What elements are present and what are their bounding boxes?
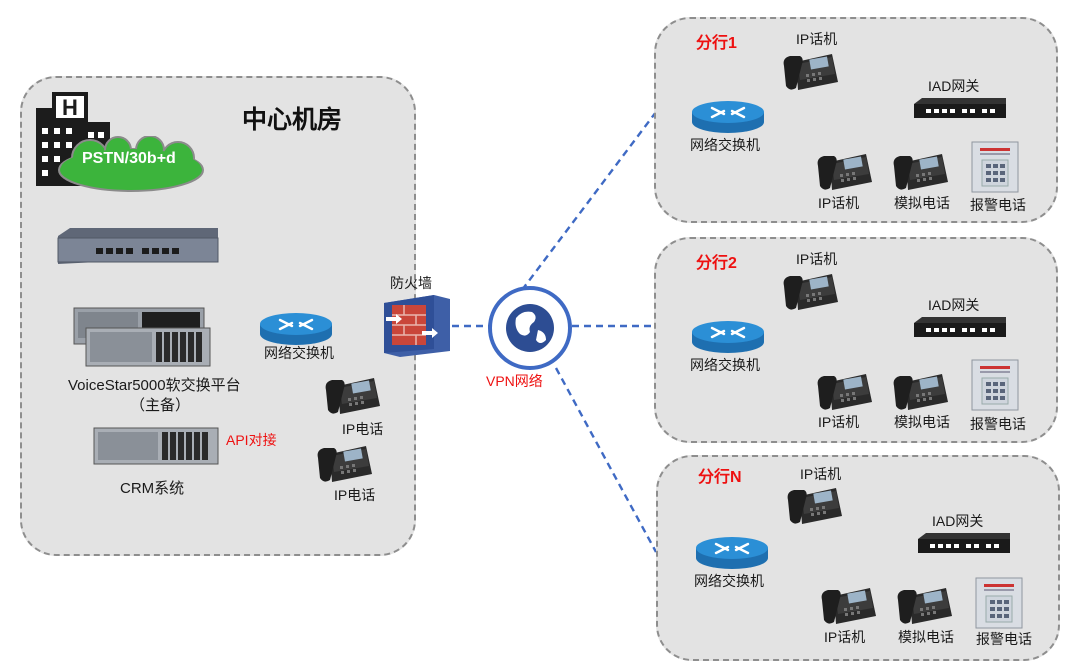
branch1-iad-icon [912,96,1008,125]
vpn-branchn-link [554,367,658,553]
vpn-globe-icon [488,286,572,370]
branch1-phone-top-icon [782,48,840,97]
svg-text:H: H [62,95,78,120]
branch2-analog-label: 模拟电话 [894,414,950,430]
center-router-icon [258,312,334,351]
branchn-ip-top-label: IP话机 [800,466,842,482]
vpn-branch1-link [521,111,657,291]
branchn-alarm-label: 报警电话 [976,631,1032,647]
branch1-switch-label: 网络交换机 [690,137,760,153]
branchn-phone-top-icon [786,482,844,531]
branch-name-1: 分行1 [696,35,737,52]
firewall-label: 防火墙 [390,275,432,291]
center-phone-label-2: IP电话 [334,487,376,503]
pstn-cloud-icon [58,136,204,192]
branchn-iad-icon [916,531,1012,560]
branch2-iad-icon [912,315,1008,344]
center-switch-label: 网络交换机 [264,345,334,361]
branch1-phone-bottom-icon [816,148,874,197]
branch-name-n: 分行N [698,469,742,486]
branchn-router-icon [694,536,770,575]
branch1-router-icon [690,100,766,139]
branch-name-2: 分行2 [696,255,737,272]
branch1-alarm-icon [970,140,1020,199]
branch1-analog-phone-icon [892,148,950,197]
branchn-analog-phone-icon [896,582,954,631]
voicestar-server-icon [73,307,211,367]
branchn-alarm-icon [974,576,1024,635]
center-phone-icon-1 [324,372,382,421]
crm-label: CRM系统 [120,480,185,497]
platform-label: VoiceStar5000软交换平台 [68,377,241,394]
branch1-alarm-label: 报警电话 [970,197,1026,213]
center-title: 中心机房 [242,106,343,134]
branch2-phone-top-icon [782,268,840,317]
branchn-ip-bottom-label: IP话机 [824,629,866,645]
pstn-gateway-device [57,228,219,264]
api-label: API对接 [226,432,277,448]
branch1-ip-top-label: IP话机 [796,31,838,47]
branchn-phone-bottom-icon [820,582,878,631]
branchn-switch-label: 网络交换机 [694,573,764,589]
branch2-alarm-label: 报警电话 [970,416,1026,432]
crm-server-icon [93,427,219,465]
branch1-iad-label: IAD网关 [928,78,980,94]
branch2-phone-bottom-icon [816,368,874,417]
branch2-ip-bottom-label: IP话机 [818,414,860,430]
center-phone-icon-2 [316,440,374,489]
branch2-router-icon [690,320,766,359]
vpn-label: VPN网络 [486,373,543,389]
platform-sub-label: （主备） [130,397,191,414]
branchn-iad-label: IAD网关 [932,513,984,529]
branch2-iad-label: IAD网关 [928,297,980,313]
center-phone-label-1: IP电话 [342,421,384,437]
firewall-icon [384,295,450,357]
branch2-switch-label: 网络交换机 [690,357,760,373]
branch1-analog-label: 模拟电话 [894,195,950,211]
branch2-alarm-icon [970,358,1020,417]
branch2-ip-top-label: IP话机 [796,251,838,267]
branch1-ip-bottom-label: IP话机 [818,195,860,211]
branchn-analog-label: 模拟电话 [898,629,954,645]
pstn-cloud-label: PSTN/30b+d [82,150,176,167]
branch2-analog-phone-icon [892,368,950,417]
